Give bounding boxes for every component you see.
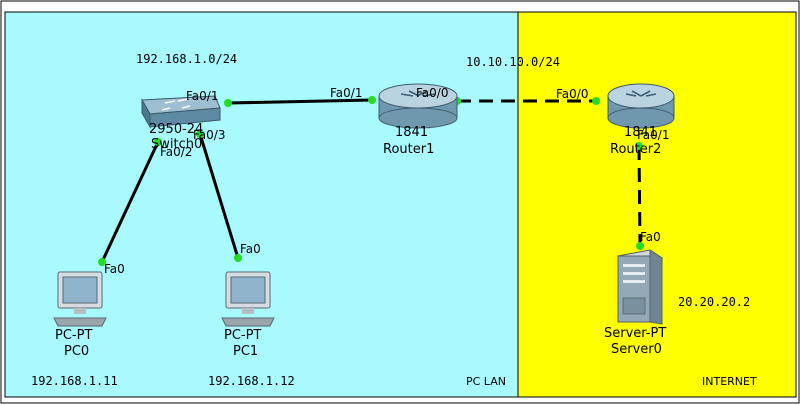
switch-model-label: 2950-24 (149, 122, 204, 137)
pc0-model-label: PC-PT (55, 328, 93, 343)
port-led-pc0-fa0 (98, 258, 106, 266)
router1-name-label: Router1 (383, 142, 435, 157)
port-led-r1-fa01 (368, 96, 376, 104)
port-label-sw-fa03: Fa0/3 (193, 128, 226, 142)
zone-internet (517, 11, 797, 398)
lan-network-label: 192.168.1.0/24 (136, 52, 238, 66)
router2-name-label: Router2 (610, 142, 662, 157)
port-label-pc0-fa0: Fa0 (104, 262, 125, 276)
switch-icon[interactable] (141, 95, 221, 129)
router-icon[interactable] (378, 83, 458, 129)
server-model-label: Server-PT (604, 326, 667, 341)
port-label-r2-fa00: Fa0/0 (556, 87, 589, 101)
port-led-r2-fa00 (592, 97, 600, 105)
link-switch-pc0[interactable] (100, 141, 160, 263)
pc0-name-label: PC0 (64, 344, 90, 359)
port-label-r1-fa01: Fa0/1 (330, 86, 363, 100)
server-name-label: Server0 (611, 342, 662, 357)
zone-internet-label: INTERNET (702, 375, 757, 388)
port-led-sw-fa01 (224, 99, 232, 107)
pc-icon[interactable] (221, 271, 275, 327)
switch-name-label: Switch0 (151, 137, 203, 152)
port-label-sw-fa01: Fa0/1 (186, 89, 219, 103)
pc1-name-label: PC1 (233, 344, 259, 359)
router1-model-label: 1841 (395, 125, 429, 140)
port-led-sw-fa03 (196, 130, 204, 138)
port-led-sw-fa02 (154, 138, 162, 146)
port-label-r2-fa01: Fa0/1 (637, 128, 670, 142)
port-led-srv-fa0 (636, 242, 644, 250)
zone-pc-lan-label: PC LAN (466, 375, 506, 388)
port-label-srv-fa0: Fa0 (640, 230, 661, 244)
router-icon[interactable] (607, 83, 675, 129)
pc0-ip-label: 192.168.1.11 (31, 374, 118, 388)
router2-model-label: 1841 (624, 125, 658, 140)
link-switch-router1[interactable] (227, 98, 373, 105)
server-ip-label: 20.20.20.2 (678, 295, 751, 309)
port-label-pc1-fa0: Fa0 (240, 242, 261, 256)
port-led-r2-fa01 (635, 142, 643, 150)
port-label-sw-fa02: Fa0/2 (160, 145, 193, 159)
link-switch-pc1[interactable] (198, 133, 240, 259)
server-icon[interactable] (616, 249, 664, 325)
zone-pc-lan (4, 11, 519, 398)
pc1-model-label: PC-PT (224, 328, 262, 343)
wan-network-label: 10.10.10.0/24 (466, 55, 560, 69)
port-led-pc1-fa0 (234, 254, 242, 262)
link-router2-server[interactable] (637, 145, 642, 247)
pc-icon[interactable] (53, 271, 107, 327)
port-label-r1-fa00: Fa0/0 (416, 86, 449, 100)
pc1-ip-label: 192.168.1.12 (208, 374, 295, 388)
